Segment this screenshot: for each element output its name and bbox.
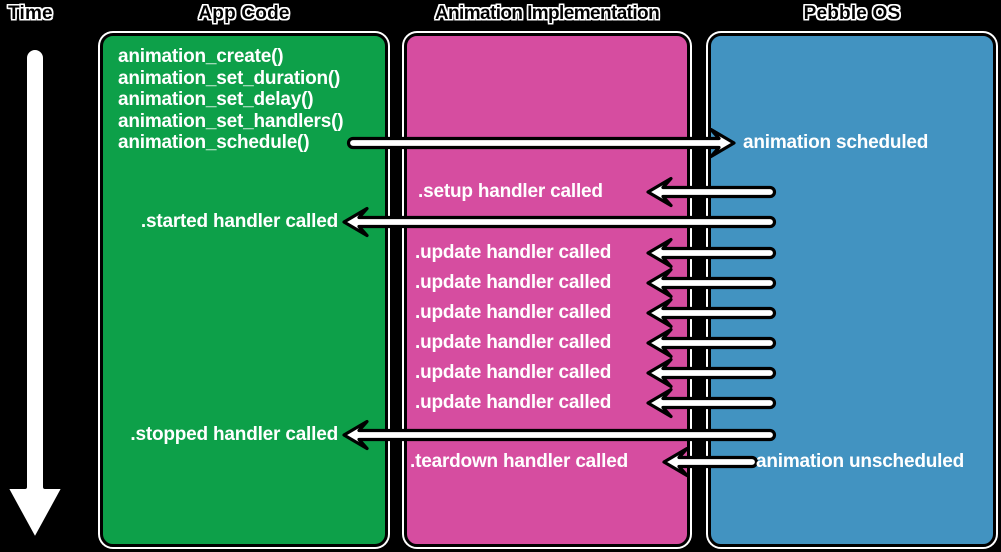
time-arrow	[4, 46, 66, 542]
event-label-animation-scheduled: animation scheduled	[743, 132, 929, 153]
column-header-app-code: App Code	[198, 3, 290, 24]
column-header-animation-implementation: Animation Implementation	[434, 3, 660, 24]
event-label-update-handler: .update handler called	[415, 272, 612, 293]
api-call-animation-schedule: animation_schedule()	[118, 132, 310, 153]
event-label-teardown-handler: .teardown handler called	[410, 451, 628, 472]
event-label-stopped-handler: .stopped handler called	[130, 424, 338, 445]
event-label-animation-unscheduled: animation unscheduled	[756, 451, 964, 472]
app-code-box	[100, 33, 388, 547]
column-header-pebble-os: Pebble OS	[803, 3, 901, 24]
event-label-update-handler: .update handler called	[415, 302, 612, 323]
event-label-update-handler: .update handler called	[415, 332, 612, 353]
animation-implementation-box	[404, 33, 690, 547]
event-label-setup-handler: .setup handler called	[418, 181, 603, 202]
event-label-update-handler: .update handler called	[415, 242, 612, 263]
event-label-update-handler: .update handler called	[415, 362, 612, 383]
api-call-animation-set-duration: animation_set_duration()	[118, 67, 341, 89]
event-label-update-handler: .update handler called	[415, 392, 612, 413]
api-call-animation-set-handlers: animation_set_handlers()	[118, 110, 344, 132]
api-call-animation-create: animation_create()	[118, 46, 284, 67]
event-label-started-handler: .started handler called	[140, 211, 338, 232]
time-axis-label: Time	[8, 3, 53, 24]
api-call-animation-set-delay: animation_set_delay()	[118, 89, 314, 110]
api-call-list: animation_create() animation_set_duratio…	[118, 46, 384, 154]
